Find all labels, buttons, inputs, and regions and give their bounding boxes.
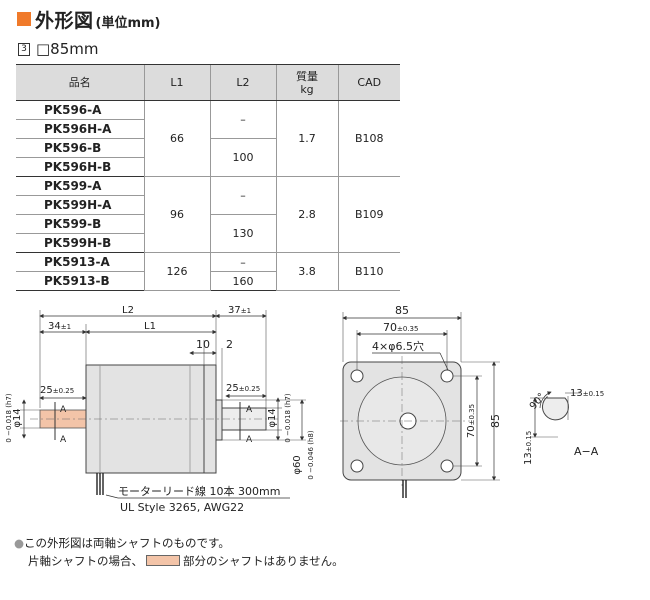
lead-wire-spec: UL Style 3265, AWG22 <box>120 501 244 514</box>
dimension-drawing: L2 L1 34±1 37±1 10 2 25±0.25 A A 25±0.25… <box>5 304 604 514</box>
l1-value: 126 <box>143 252 210 291</box>
dim-shaft-right-tol: 0 −0.018 (h7) <box>284 393 292 442</box>
cad-value[interactable]: B108 <box>337 100 400 177</box>
table-row: PK5913-B 160 <box>16 271 400 291</box>
dim-85-right: 85 <box>489 414 502 428</box>
bullet-icon: ● <box>14 536 25 550</box>
section-mark-a-left-bottom: A <box>60 435 67 445</box>
dim-shaft-right: φ14 <box>267 408 278 427</box>
dim-25-right: 25±0.25 <box>226 383 260 394</box>
col-header-product: 品名 <box>16 64 144 101</box>
table-row: PK599H-B <box>16 233 400 253</box>
mass-value: 2.8 <box>275 176 338 253</box>
table-row: PK5913-A 126 – 3.8 B110 <box>16 252 400 291</box>
product-name: PK596-B <box>16 138 144 158</box>
table-row: PK596-A 66 – 1.7 B108 <box>16 100 400 177</box>
size-row: 3 □85mm <box>18 40 98 58</box>
section-mark-a-right-top: A <box>246 405 253 415</box>
dim-13-top: 13±0.15 <box>570 388 604 399</box>
l2-value: – <box>209 176 276 215</box>
note-line-1: ●この外形図は両軸シャフトのものです。 <box>14 534 344 552</box>
mount-hole-icon <box>440 459 454 473</box>
table-row: PK596-B 100 <box>16 138 400 177</box>
size-index-badge: 3 <box>18 42 30 56</box>
dim-13-left: 13±0.15 <box>523 431 534 465</box>
l2-value: – <box>209 252 276 272</box>
mass-value: 1.7 <box>275 100 338 177</box>
title-row: 外形図 (単位mm) <box>17 8 161 32</box>
mount-hole-icon <box>350 369 364 383</box>
product-name: PK599-B <box>16 214 144 234</box>
dim-70-right: 70±0.35 <box>466 404 477 438</box>
l2-value: 130 <box>209 214 276 253</box>
col-header-l1: L1 <box>143 64 210 101</box>
cad-value[interactable]: B110 <box>337 252 400 291</box>
section-view: 90° 13±0.15 13±0.15 A−A <box>523 388 604 465</box>
lead-wire-label: モーターリード線 10本 300mm <box>118 484 280 498</box>
note-text-2a: 片軸シャフトの場合、 <box>28 554 143 568</box>
product-name: PK5913-B <box>16 271 144 291</box>
side-view: L2 L1 34±1 37±1 10 2 25±0.25 A A 25±0.25… <box>5 305 315 514</box>
dim-34: 34±1 <box>48 321 71 332</box>
dim-10: 10 <box>196 338 210 351</box>
spec-table: 品名 L1 L2 質量 kg CAD PK596-A 66 – 1.7 B108… <box>16 64 400 291</box>
dim-85-top: 85 <box>395 304 409 317</box>
l1-value: 96 <box>143 176 210 253</box>
col-header-l2: L2 <box>209 64 276 101</box>
table-row: PK599-A 96 – 2.8 B109 <box>16 176 400 253</box>
mount-hole-icon <box>350 459 364 473</box>
mount-hole-icon <box>440 369 454 383</box>
table-row: PK596H-B <box>16 157 400 177</box>
table-row: PK599H-A <box>16 195 400 215</box>
dim-pilot: φ60 <box>292 455 303 474</box>
product-name: PK596H-B <box>16 157 144 177</box>
dim-l2: L2 <box>122 305 134 316</box>
d-cut-shaft-section <box>541 395 569 421</box>
dim-pilot-tol: 0 −0.046 (h8) <box>307 430 315 479</box>
dim-37: 37±1 <box>228 305 251 316</box>
mass-value: 3.8 <box>275 252 338 291</box>
section-mark-a-left-top: A <box>60 405 67 415</box>
shaft-highlight-swatch <box>146 555 180 566</box>
product-name: PK599H-B <box>16 233 144 253</box>
pilot-boss <box>215 399 223 441</box>
mount-holes-label: 4×φ6.5穴 <box>372 339 424 353</box>
notes: ●この外形図は両軸シャフトのものです。 片軸シャフトの場合、 部分のシャフトはあり… <box>14 534 344 570</box>
front-view: 85 70±0.35 4×φ6.5穴 85 70±0.35 <box>340 304 502 498</box>
table-row: PK599-B 130 <box>16 214 400 253</box>
col-header-cad: CAD <box>337 64 400 101</box>
l2-value: 160 <box>209 271 276 291</box>
note-line-2: 片軸シャフトの場合、 部分のシャフトはありません。 <box>14 552 344 570</box>
dim-shaft-left-tol: 0 −0.018 (h7) <box>5 393 13 442</box>
note-text-2b: 部分のシャフトはありません。 <box>183 554 344 568</box>
dim-2: 2 <box>226 338 233 351</box>
cad-value[interactable]: B109 <box>337 176 400 253</box>
page-subtitle: (単位mm) <box>95 15 161 31</box>
l1-value: 66 <box>143 100 210 177</box>
product-name: PK599-A <box>16 176 144 196</box>
dim-shaft-left: φ14 <box>12 408 23 427</box>
product-name: PK596H-A <box>16 119 144 139</box>
page-title: 外形図 <box>35 9 94 32</box>
table-row: PK596H-A <box>16 119 400 139</box>
section-label: A−A <box>574 445 599 458</box>
dim-l1: L1 <box>144 321 156 332</box>
product-name: PK5913-A <box>16 252 144 272</box>
col-header-mass: 質量 kg <box>275 64 338 101</box>
l2-value: – <box>209 100 276 139</box>
table-header-row: 品名 L1 L2 質量 kg CAD <box>16 64 400 101</box>
product-name: PK596-A <box>16 100 144 120</box>
product-name: PK599H-A <box>16 195 144 215</box>
note-text-1: この外形図は両軸シャフトのものです。 <box>24 536 230 550</box>
dim-70-top: 70±0.35 <box>383 321 418 334</box>
dim-25-left: 25±0.25 <box>40 385 74 396</box>
title-marker-icon <box>17 12 31 26</box>
l2-value: 100 <box>209 138 276 177</box>
size-label: □85mm <box>36 40 99 58</box>
